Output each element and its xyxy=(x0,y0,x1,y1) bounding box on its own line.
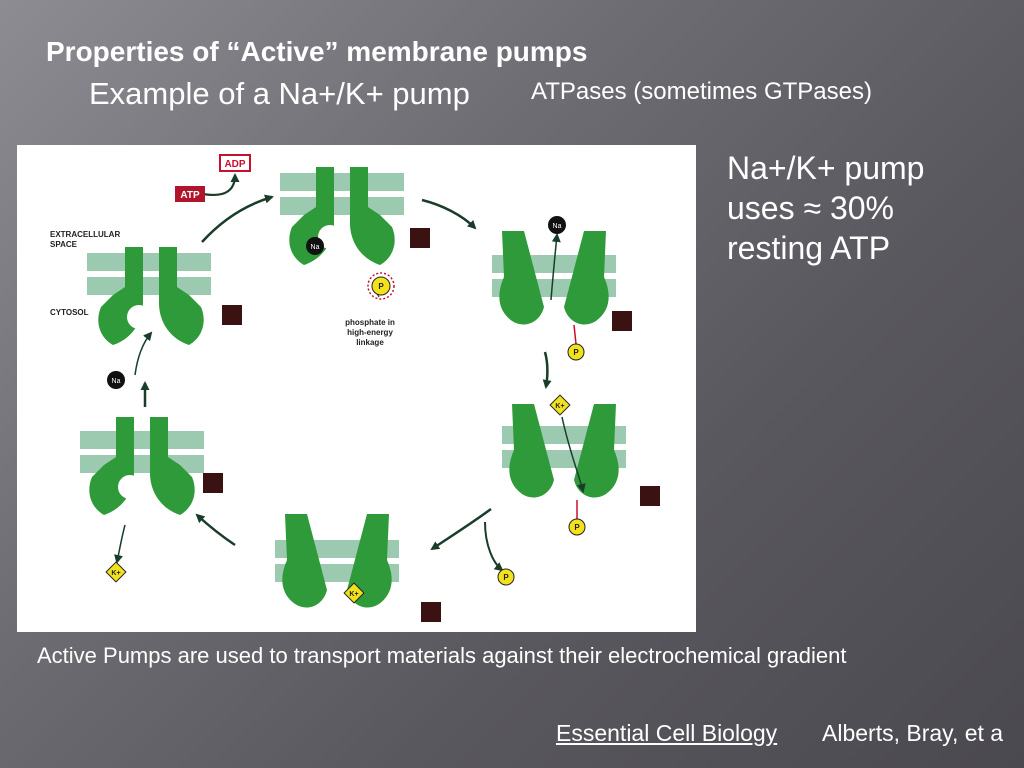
step-marker xyxy=(203,473,223,493)
cycle-arrow xyxy=(195,513,236,547)
phosphate-sunburst: P xyxy=(367,272,395,300)
svg-text:Na: Na xyxy=(311,244,320,251)
phosphate: P xyxy=(567,324,585,361)
atp-to-adp-arrow xyxy=(202,173,240,197)
svg-text:P: P xyxy=(378,282,384,291)
svg-text:P: P xyxy=(573,348,579,357)
side-note-line-2: uses ≈ 30% xyxy=(727,190,894,226)
na-ion: Na xyxy=(548,216,566,234)
svg-text:Na: Na xyxy=(112,378,121,385)
step-marker xyxy=(421,602,441,622)
svg-text:P: P xyxy=(503,573,509,582)
phosphate-note-line-3: linkage xyxy=(356,338,384,347)
side-note-line-1: Na+/K+ pump xyxy=(727,150,925,186)
k-ion: K+ xyxy=(105,561,127,583)
svg-text:ADP: ADP xyxy=(224,159,245,170)
step-marker xyxy=(410,228,430,248)
phosphate-note-line-2: high-energy xyxy=(347,328,393,337)
slide-subtitle: Example of a Na+/K+ pump xyxy=(89,76,470,111)
pump-state-5 xyxy=(282,514,392,608)
side-note-line-3: resting ATP xyxy=(727,230,891,266)
na-entry-arrow xyxy=(134,331,153,376)
k-entry-arrow xyxy=(561,416,586,493)
pump-state-3 xyxy=(499,231,609,325)
atp-label: ATP xyxy=(175,186,205,202)
phosphate-note-line-1: phosphate in xyxy=(345,318,395,327)
cycle-arrow xyxy=(421,198,477,230)
step-marker xyxy=(612,311,632,331)
k-exit-arrow xyxy=(114,524,126,564)
step-marker xyxy=(640,486,660,506)
k-ion: K+ xyxy=(549,394,571,416)
membrane-left-bottom xyxy=(80,431,204,473)
cytosol-label: CYTOSOL xyxy=(50,308,89,317)
extracellular-label: EXTRACELLULAR xyxy=(50,230,120,239)
step-marker xyxy=(222,305,242,325)
atpases-note: ATPases (sometimes GTPases) xyxy=(531,78,872,105)
slide-title: Properties of “Active” membrane pumps xyxy=(46,36,588,67)
cycle-arrow xyxy=(201,194,274,243)
reference-authors: Alberts, Bray, et a xyxy=(822,720,1004,746)
pump-energy-note: Na+/K+ pump uses ≈ 30% resting ATP xyxy=(727,148,924,268)
svg-text:P: P xyxy=(574,523,580,532)
na-ion: Na xyxy=(107,371,125,389)
cycle-arrow xyxy=(430,507,492,551)
membrane-top xyxy=(280,173,404,215)
membrane-left-top xyxy=(87,253,211,295)
svg-text:K+: K+ xyxy=(111,570,120,577)
svg-text:Na: Na xyxy=(553,223,562,230)
released-phosphate: P xyxy=(497,568,515,586)
na-exit-arrow xyxy=(550,233,561,301)
svg-text:K+: K+ xyxy=(555,403,564,410)
na-k-pump-diagram: ADP ATP EXTRACELLULAR SPACE CYTOSOL phos… xyxy=(17,145,696,632)
slide-caption: Active Pumps are used to transport mater… xyxy=(37,643,847,668)
cycle-arrow xyxy=(542,351,552,389)
svg-text:ATP: ATP xyxy=(180,190,200,201)
reference-book-title[interactable]: Essential Cell Biology xyxy=(556,720,778,746)
svg-text:K+: K+ xyxy=(349,591,358,598)
adp-label: ADP xyxy=(219,154,251,172)
na-ion: Na xyxy=(306,237,324,255)
phosphate-release-arrow xyxy=(484,521,504,572)
phosphate: P xyxy=(568,500,586,536)
k-ion: K+ xyxy=(343,582,365,604)
extracellular-label-2: SPACE xyxy=(50,240,78,249)
